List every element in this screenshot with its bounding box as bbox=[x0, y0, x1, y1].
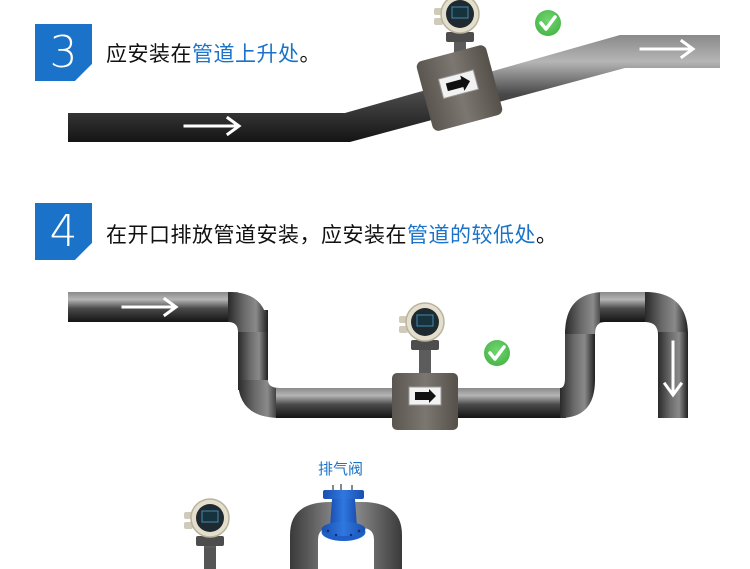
inverted-u-pipe bbox=[290, 502, 402, 569]
air-release-valve-icon bbox=[321, 484, 366, 541]
check-icon bbox=[484, 340, 510, 366]
title-text: 。 bbox=[299, 42, 321, 66]
air-release-valve-label: 排气阀 bbox=[318, 460, 364, 478]
title-text: 在开口排放管道安装，应安装在 bbox=[106, 223, 407, 247]
flow-arrow-right-icon bbox=[183, 115, 242, 137]
electromagnetic-flowmeter bbox=[416, 0, 503, 131]
electromagnetic-flowmeter bbox=[183, 498, 230, 569]
flow-arrow-down-icon bbox=[662, 340, 684, 398]
title-highlight: 管道上升处 bbox=[192, 42, 300, 66]
step-badge-4: 4 bbox=[35, 203, 92, 260]
step-3-title: 应安装在管道上升处。 bbox=[106, 38, 321, 68]
rising-pipe bbox=[68, 35, 720, 142]
step-4-title: 在开口排放管道安装，应安装在管道的较低处。 bbox=[106, 219, 558, 249]
step-badge-3: 3 bbox=[35, 24, 92, 81]
electromagnetic-flowmeter bbox=[392, 302, 458, 430]
title-text: 。 bbox=[536, 223, 558, 247]
title-highlight: 管道的较低处 bbox=[407, 223, 536, 247]
title-text: 应安装在 bbox=[106, 42, 192, 66]
check-icon bbox=[535, 10, 561, 36]
open-discharge-pipe bbox=[68, 292, 688, 418]
flow-arrow-right-icon bbox=[121, 296, 179, 318]
flow-arrow-right-icon bbox=[639, 38, 696, 60]
